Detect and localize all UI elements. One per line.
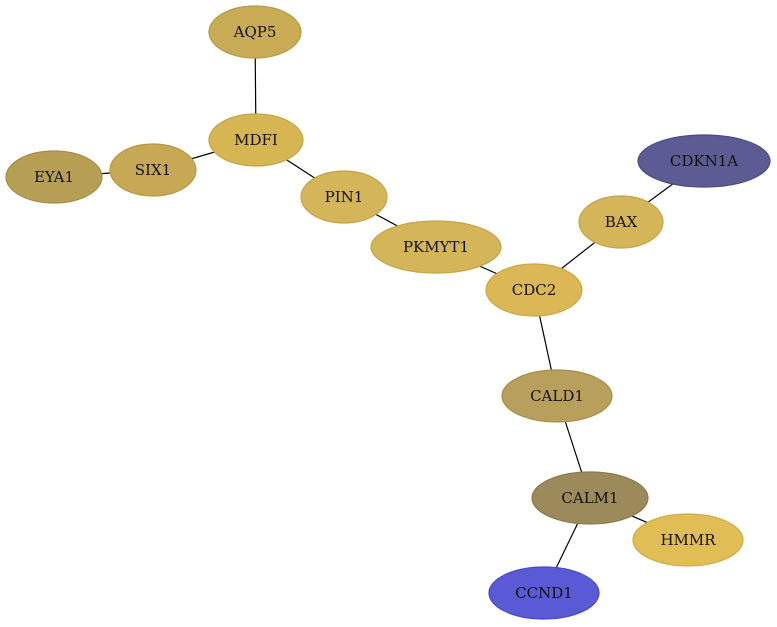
node-label: SIX1 <box>135 161 171 179</box>
node-aqp5[interactable]: AQP5 <box>208 5 302 59</box>
node-hmmr[interactable]: HMMR <box>632 513 744 567</box>
node-label: CCND1 <box>515 584 573 602</box>
node-ellipse <box>208 113 304 167</box>
node-label: PIN1 <box>325 188 364 206</box>
node-ellipse <box>578 195 664 249</box>
node-ellipse <box>370 220 502 274</box>
node-ellipse <box>632 513 744 567</box>
node-label: CDC2 <box>512 281 557 299</box>
node-mdfi[interactable]: MDFI <box>208 113 304 167</box>
node-label: HMMR <box>660 531 716 549</box>
node-calm1[interactable]: CALM1 <box>531 471 649 525</box>
node-cdc2[interactable]: CDC2 <box>485 263 583 317</box>
node-ellipse <box>531 471 649 525</box>
node-ellipse <box>109 143 197 197</box>
node-ellipse <box>488 566 600 620</box>
node-ccnd1[interactable]: CCND1 <box>488 566 600 620</box>
node-ellipse <box>208 5 302 59</box>
node-eya1[interactable]: EYA1 <box>5 150 103 204</box>
node-label: CALM1 <box>561 489 618 507</box>
node-cdkn1a[interactable]: CDKN1A <box>637 134 771 188</box>
node-label: CDKN1A <box>670 152 738 170</box>
node-ellipse <box>5 150 103 204</box>
node-ellipse <box>501 369 613 423</box>
node-label: CALD1 <box>530 387 584 405</box>
node-pkmyt1[interactable]: PKMYT1 <box>370 220 502 274</box>
node-ellipse <box>637 134 771 188</box>
node-bax[interactable]: BAX <box>578 195 664 249</box>
node-label: EYA1 <box>34 168 74 186</box>
node-cald1[interactable]: CALD1 <box>501 369 613 423</box>
node-six1[interactable]: SIX1 <box>109 143 197 197</box>
node-ellipse <box>300 170 388 224</box>
node-label: AQP5 <box>233 23 277 41</box>
node-pin1[interactable]: PIN1 <box>300 170 388 224</box>
node-label: PKMYT1 <box>403 238 469 256</box>
node-label: MDFI <box>234 131 278 149</box>
node-ellipse <box>485 263 583 317</box>
node-label: BAX <box>605 213 638 231</box>
